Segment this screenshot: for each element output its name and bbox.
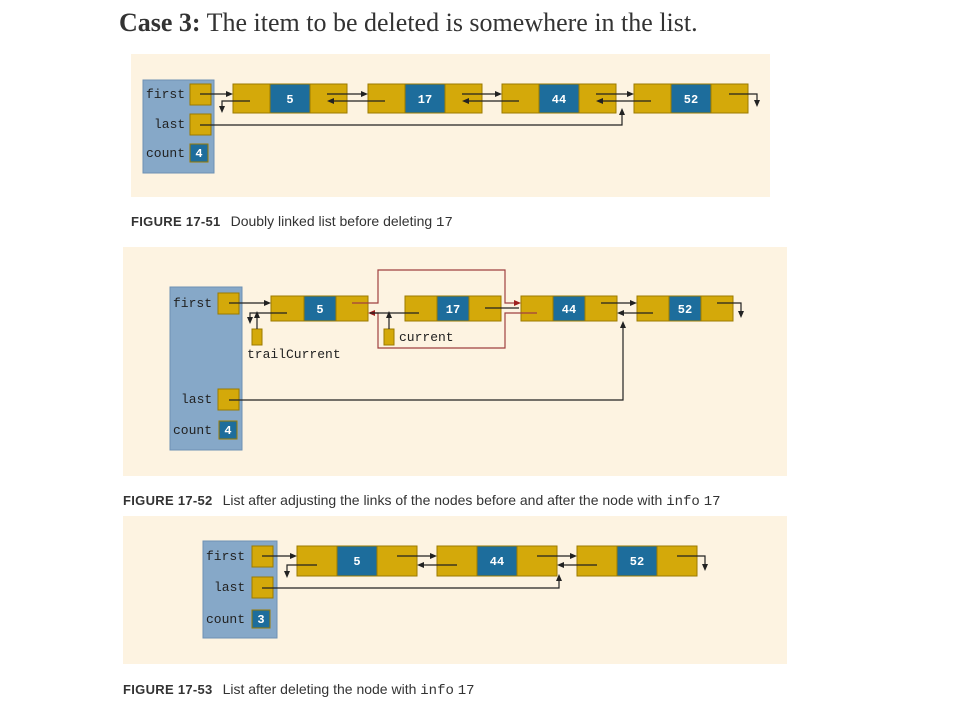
last-label: last xyxy=(214,580,245,595)
last-label: last xyxy=(181,392,212,407)
count-label: count xyxy=(206,612,245,627)
count-label: count xyxy=(173,423,212,438)
figure-number: FIGURE 17-52 xyxy=(123,493,213,508)
node-value: 5 xyxy=(353,555,360,569)
first-label: first xyxy=(146,87,185,102)
caption-value: 17 xyxy=(457,683,475,699)
current-label: current xyxy=(399,330,454,345)
count-label: count xyxy=(146,146,185,161)
back-link xyxy=(404,295,438,322)
list-node: 5 xyxy=(270,295,369,322)
back-link xyxy=(296,545,338,577)
node-value: 5 xyxy=(286,93,293,107)
caption-text: Doubly linked list before deleting xyxy=(230,213,433,229)
page-title: Case 3: The item to be deleted is somewh… xyxy=(119,8,698,38)
link-arrows xyxy=(262,553,708,589)
info-field xyxy=(552,295,586,322)
node-value: 52 xyxy=(630,555,644,569)
case-description: The item to be deleted is somewhere in t… xyxy=(206,8,698,37)
list-node: 52 xyxy=(633,83,749,114)
next-link xyxy=(700,295,734,322)
node-value: 44 xyxy=(490,555,504,569)
count-value: 4 xyxy=(224,424,231,438)
next-link xyxy=(309,83,348,114)
back-link xyxy=(636,295,670,322)
back-link xyxy=(270,295,305,322)
caption-code: info xyxy=(666,494,700,510)
next-link xyxy=(376,545,418,577)
info-field xyxy=(476,545,518,577)
back-link xyxy=(633,83,672,114)
figure-caption: FIGURE 17-52 List after adjusting the lin… xyxy=(123,492,721,510)
next-link xyxy=(335,295,369,322)
count-value: 3 xyxy=(257,613,264,627)
first-label: first xyxy=(173,296,212,311)
node-value: 17 xyxy=(418,93,432,107)
caption-text: List after deleting the node with xyxy=(222,681,417,697)
list-node: 17 xyxy=(367,83,483,114)
link-arrows xyxy=(200,91,760,126)
last-label: last xyxy=(154,117,185,132)
figure-number: FIGURE 17-51 xyxy=(131,214,221,229)
list-node: 5 xyxy=(296,545,418,577)
figure-17-53-diagram: first last count 3 5 44 52 xyxy=(123,516,787,664)
count-box xyxy=(189,143,209,163)
node-value: 5 xyxy=(316,303,323,317)
figure-17-51-diagram: first last count 4 5 17 44 52 xyxy=(131,54,770,197)
next-link xyxy=(656,545,698,577)
node-value: 52 xyxy=(684,93,698,107)
back-link xyxy=(367,83,406,114)
next-link xyxy=(578,83,617,114)
next-link xyxy=(584,295,618,322)
caption-value: 17 xyxy=(436,215,453,231)
current-pointer xyxy=(383,328,395,346)
trailCurrent-label: trailCurrent xyxy=(247,347,341,362)
figure-caption: FIGURE 17-53 List after deleting the node… xyxy=(123,681,475,699)
back-link xyxy=(436,545,478,577)
trailCurrent-pointer xyxy=(251,328,263,346)
next-link xyxy=(710,83,749,114)
list-node: 44 xyxy=(436,545,558,577)
figure-number: FIGURE 17-53 xyxy=(123,682,213,697)
caption-value: 17 xyxy=(703,494,721,510)
info-field xyxy=(336,545,378,577)
info-field xyxy=(538,83,580,114)
info-field xyxy=(269,83,311,114)
back-link xyxy=(232,83,271,114)
next-link xyxy=(516,545,558,577)
back-link xyxy=(576,545,618,577)
info-field xyxy=(303,295,337,322)
list-node: 52 xyxy=(576,545,698,577)
link-arrows xyxy=(229,269,744,401)
count-value: 4 xyxy=(195,147,202,161)
figure-caption: FIGURE 17-51 Doubly linked list before de… xyxy=(131,213,453,231)
back-link xyxy=(520,295,554,322)
list-node: 5 xyxy=(232,83,348,114)
info-field xyxy=(436,295,470,322)
info-field xyxy=(616,545,658,577)
node-value: 44 xyxy=(562,303,576,317)
caption-text: List after adjusting the links of the no… xyxy=(222,492,663,508)
list-node: 44 xyxy=(501,83,617,114)
back-link xyxy=(501,83,540,114)
case-label: Case 3: xyxy=(119,8,201,37)
node-value: 17 xyxy=(446,303,460,317)
first-label: first xyxy=(206,549,245,564)
count-box xyxy=(251,609,271,629)
node-value: 44 xyxy=(552,93,566,107)
count-box xyxy=(218,420,238,440)
next-link xyxy=(444,83,483,114)
list-node: 52 xyxy=(636,295,734,322)
node-value: 52 xyxy=(678,303,692,317)
caption-code: info xyxy=(420,683,454,699)
figure-17-52-diagram: first last count 4 5 17 44 52 xyxy=(123,247,787,476)
list-node: 44 xyxy=(520,295,618,322)
